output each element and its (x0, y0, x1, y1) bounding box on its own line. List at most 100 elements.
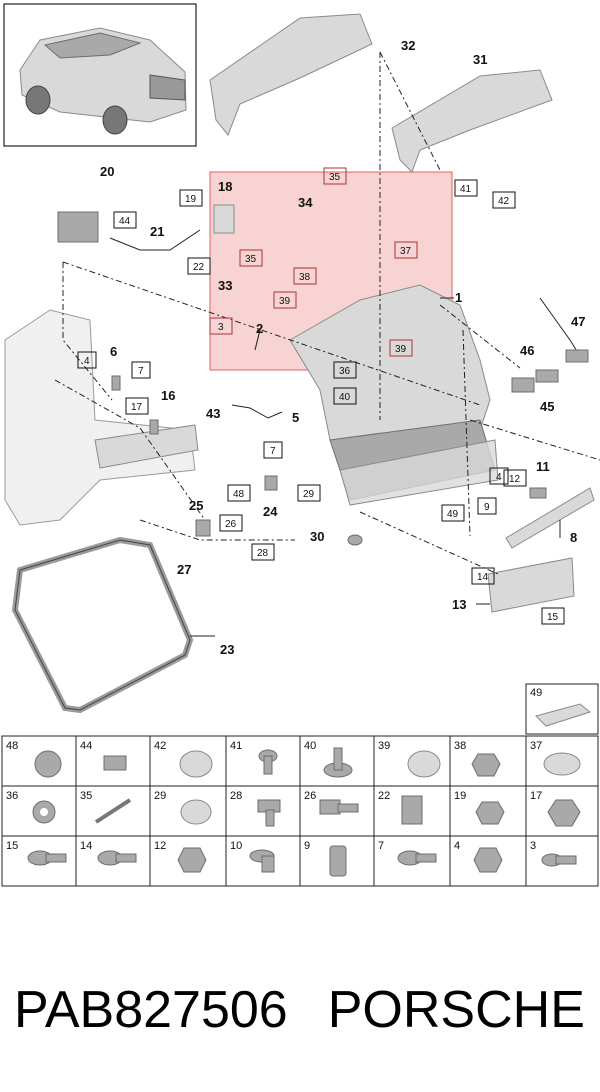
svg-text:30: 30 (310, 529, 324, 544)
tailgate-assembly (289, 284, 499, 506)
svg-text:35: 35 (329, 172, 341, 183)
vehicle-thumbnail (3, 3, 197, 147)
legend-cell-number: 14 (80, 840, 92, 852)
light-46 (511, 377, 535, 393)
svg-text:33: 33 (218, 278, 232, 293)
legend-top-number: 49 (530, 687, 542, 699)
svg-text:22: 22 (193, 262, 205, 273)
svg-text:11: 11 (536, 459, 550, 474)
svg-text:45: 45 (540, 399, 554, 414)
legend-cell-number: 39 (378, 740, 390, 752)
svg-text:44: 44 (119, 216, 131, 227)
svg-text:14: 14 (477, 572, 489, 583)
trim-8 (505, 487, 595, 549)
svg-text:24: 24 (263, 504, 278, 519)
svg-text:6: 6 (110, 344, 117, 359)
svg-text:17: 17 (131, 402, 143, 413)
light-45 (535, 369, 559, 383)
legend-cell-number: 22 (378, 790, 390, 802)
module-20 (57, 211, 99, 243)
svg-text:47: 47 (571, 314, 585, 329)
part-25 (195, 519, 211, 537)
svg-text:46: 46 (520, 343, 534, 358)
legend-cell-number: 10 (230, 840, 242, 852)
svg-text:1: 1 (455, 290, 462, 305)
svg-text:4: 4 (496, 472, 502, 483)
plate-13 (487, 557, 575, 613)
svg-text:42: 42 (498, 196, 510, 207)
latch-18 (213, 204, 235, 234)
boxed-labels: 35 19 41 42 44 35 37 22 38 39 3 39 4 36 … (77, 167, 565, 625)
spoiler-31 (391, 69, 553, 173)
legend-cell-number: 7 (378, 840, 384, 852)
parts-legend-table: 49 (1, 683, 599, 887)
svg-text:43: 43 (206, 406, 220, 421)
svg-text:34: 34 (298, 195, 313, 210)
svg-text:9: 9 (484, 502, 490, 513)
trim-strip-16 (94, 424, 199, 469)
svg-text:23: 23 (220, 642, 234, 657)
caption: PAB827506 PORSCHE (0, 980, 600, 1050)
body-rear (4, 309, 196, 526)
light-47 (565, 349, 589, 363)
svg-text:35: 35 (245, 254, 257, 265)
part-11 (529, 487, 547, 499)
legend-cell-number: 48 (6, 740, 18, 752)
legend-cell-number: 28 (230, 790, 242, 802)
svg-text:36: 36 (339, 366, 351, 377)
legend-cell-number: 3 (530, 840, 536, 852)
legend-cell-number: 29 (154, 790, 166, 802)
svg-text:29: 29 (303, 489, 315, 500)
svg-text:39: 39 (279, 296, 291, 307)
svg-text:2: 2 (256, 321, 263, 336)
svg-text:48: 48 (233, 489, 245, 500)
part-number: PAB827506 (14, 981, 288, 1039)
spoiler-32 (209, 13, 373, 136)
legend-cell-number: 26 (304, 790, 316, 802)
svg-text:3: 3 (218, 322, 224, 333)
svg-text:7: 7 (270, 446, 276, 457)
svg-text:16: 16 (161, 388, 175, 403)
svg-text:20: 20 (100, 164, 114, 179)
legend-cell-number: 42 (154, 740, 166, 752)
svg-text:21: 21 (150, 224, 164, 239)
svg-text:4: 4 (84, 356, 90, 367)
svg-text:19: 19 (185, 194, 197, 205)
legend-cell-number: 12 (154, 840, 166, 852)
svg-text:39: 39 (395, 344, 407, 355)
legend-cell-number: 17 (530, 790, 542, 802)
part-6 (111, 375, 121, 391)
part-16 (149, 419, 159, 435)
legend-cell-number: 37 (530, 740, 542, 752)
svg-text:18: 18 (218, 179, 232, 194)
svg-text:38: 38 (299, 272, 311, 283)
legend-cell-number: 35 (80, 790, 92, 802)
legend-cell-number: 9 (304, 840, 310, 852)
legend-cell-number: 4 (454, 840, 460, 852)
svg-text:49: 49 (447, 509, 459, 520)
legend-cell-number: 40 (304, 740, 316, 752)
part-24 (264, 475, 278, 491)
svg-text:32: 32 (401, 38, 415, 53)
svg-text:31: 31 (473, 52, 487, 67)
svg-text:40: 40 (339, 392, 351, 403)
svg-text:28: 28 (257, 548, 269, 559)
svg-text:41: 41 (460, 184, 472, 195)
svg-text:12: 12 (509, 474, 521, 485)
legend-cell-number: 44 (80, 740, 92, 752)
svg-text:37: 37 (400, 246, 412, 257)
svg-text:13: 13 (452, 597, 466, 612)
svg-text:5: 5 (292, 410, 299, 425)
brand-name: PORSCHE (327, 981, 585, 1039)
svg-text:27: 27 (177, 562, 191, 577)
svg-text:15: 15 (547, 612, 559, 623)
legend-cell-number: 19 (454, 790, 466, 802)
svg-text:26: 26 (225, 519, 237, 530)
legend-row-3: 15 14 12 10 9 7 4 3 (6, 840, 536, 852)
legend-cell-number: 15 (6, 840, 18, 852)
svg-text:8: 8 (570, 530, 577, 545)
bumper-30 (347, 534, 363, 546)
